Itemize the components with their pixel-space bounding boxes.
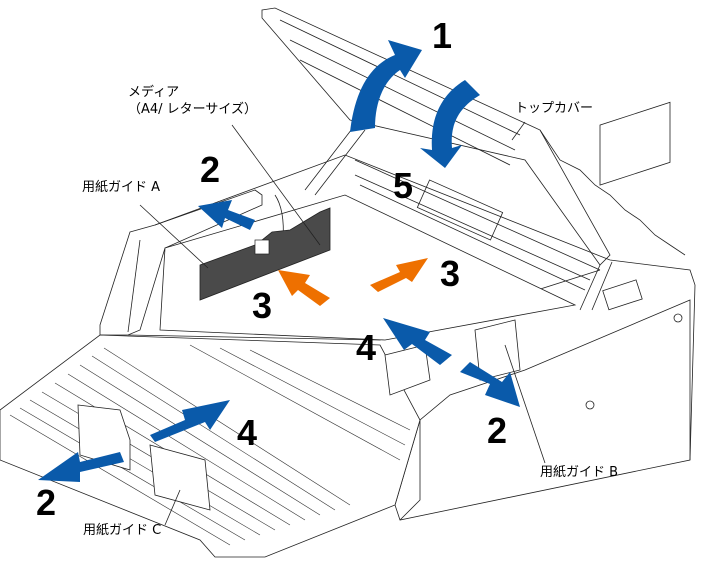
curved-arrow-close: [420, 80, 480, 168]
right-strut-2: [591, 261, 613, 311]
roller-carriage: [416, 179, 504, 241]
guide-a-latch: [254, 239, 270, 255]
arrow-guide-c-out: [38, 452, 124, 482]
guide-b-right: [474, 319, 521, 381]
step-3-left-label: 3: [252, 285, 273, 326]
step-2-guide-a-label: 2: [200, 149, 221, 190]
step-3-right-label: 3: [440, 253, 461, 294]
leader-guide-c: [164, 489, 181, 526]
roller-3: [359, 184, 586, 291]
arrow-guide-b-out: [460, 362, 520, 407]
left-housing-edge: [127, 239, 141, 333]
step-4-guide-b-label: 4: [356, 327, 377, 368]
left-strut-2: [314, 129, 366, 196]
right-screw: [673, 313, 683, 323]
guide-b-left: [384, 344, 431, 396]
top-cover-teeth: [539, 129, 686, 256]
step-2-guide-c-label: 2: [36, 482, 57, 523]
guide-b-label: 用紙ガイド B: [540, 465, 619, 480]
top-cover-rib-2: [289, 39, 516, 151]
curved-arrow-open: [350, 40, 422, 132]
left-strut: [304, 124, 356, 191]
leader-guide-a: [139, 204, 209, 269]
arrow-guide-a-out: [198, 200, 255, 230]
main-base: [154, 154, 696, 521]
media-label-line1: メディア: [128, 85, 180, 100]
right-screw-2: [585, 400, 595, 410]
leader-guide-b: [504, 344, 546, 464]
tray-ribs: [9, 344, 411, 546]
step-1-label: 1: [432, 15, 453, 56]
top-cover-label: トップカバー: [515, 101, 594, 116]
media-sheet: [159, 194, 577, 341]
dial-window: [602, 279, 643, 311]
guide-a-label: 用紙ガイド A: [82, 180, 161, 195]
top-cover-rib-3: [299, 59, 511, 166]
arrow-guide-c-in: [150, 400, 230, 442]
arrow-guide-b-in: [383, 318, 452, 365]
right-strut: [579, 264, 601, 311]
step-2-guide-b-label: 2: [487, 410, 508, 451]
roller-1: [354, 159, 601, 271]
top-cover-rib-1: [279, 19, 521, 136]
arrow-media-in-right: [370, 258, 428, 292]
media-label-line2: （A4/ レターサイズ）: [128, 102, 258, 117]
step-5-label: 5: [393, 165, 414, 206]
right-panel-window: [599, 101, 671, 186]
guide-c-label: 用紙ガイド C: [83, 523, 162, 538]
guide-c-right: [149, 444, 211, 511]
leader-lines: [139, 121, 546, 526]
leader-top-cover: [511, 121, 526, 141]
device-body: [0, 7, 696, 558]
step-4-guide-c-label: 4: [237, 412, 258, 453]
right-housing-corner: [399, 420, 421, 521]
arrow-media-in-left: [278, 270, 330, 306]
leader-media: [231, 124, 321, 246]
roller-2: [354, 174, 591, 281]
